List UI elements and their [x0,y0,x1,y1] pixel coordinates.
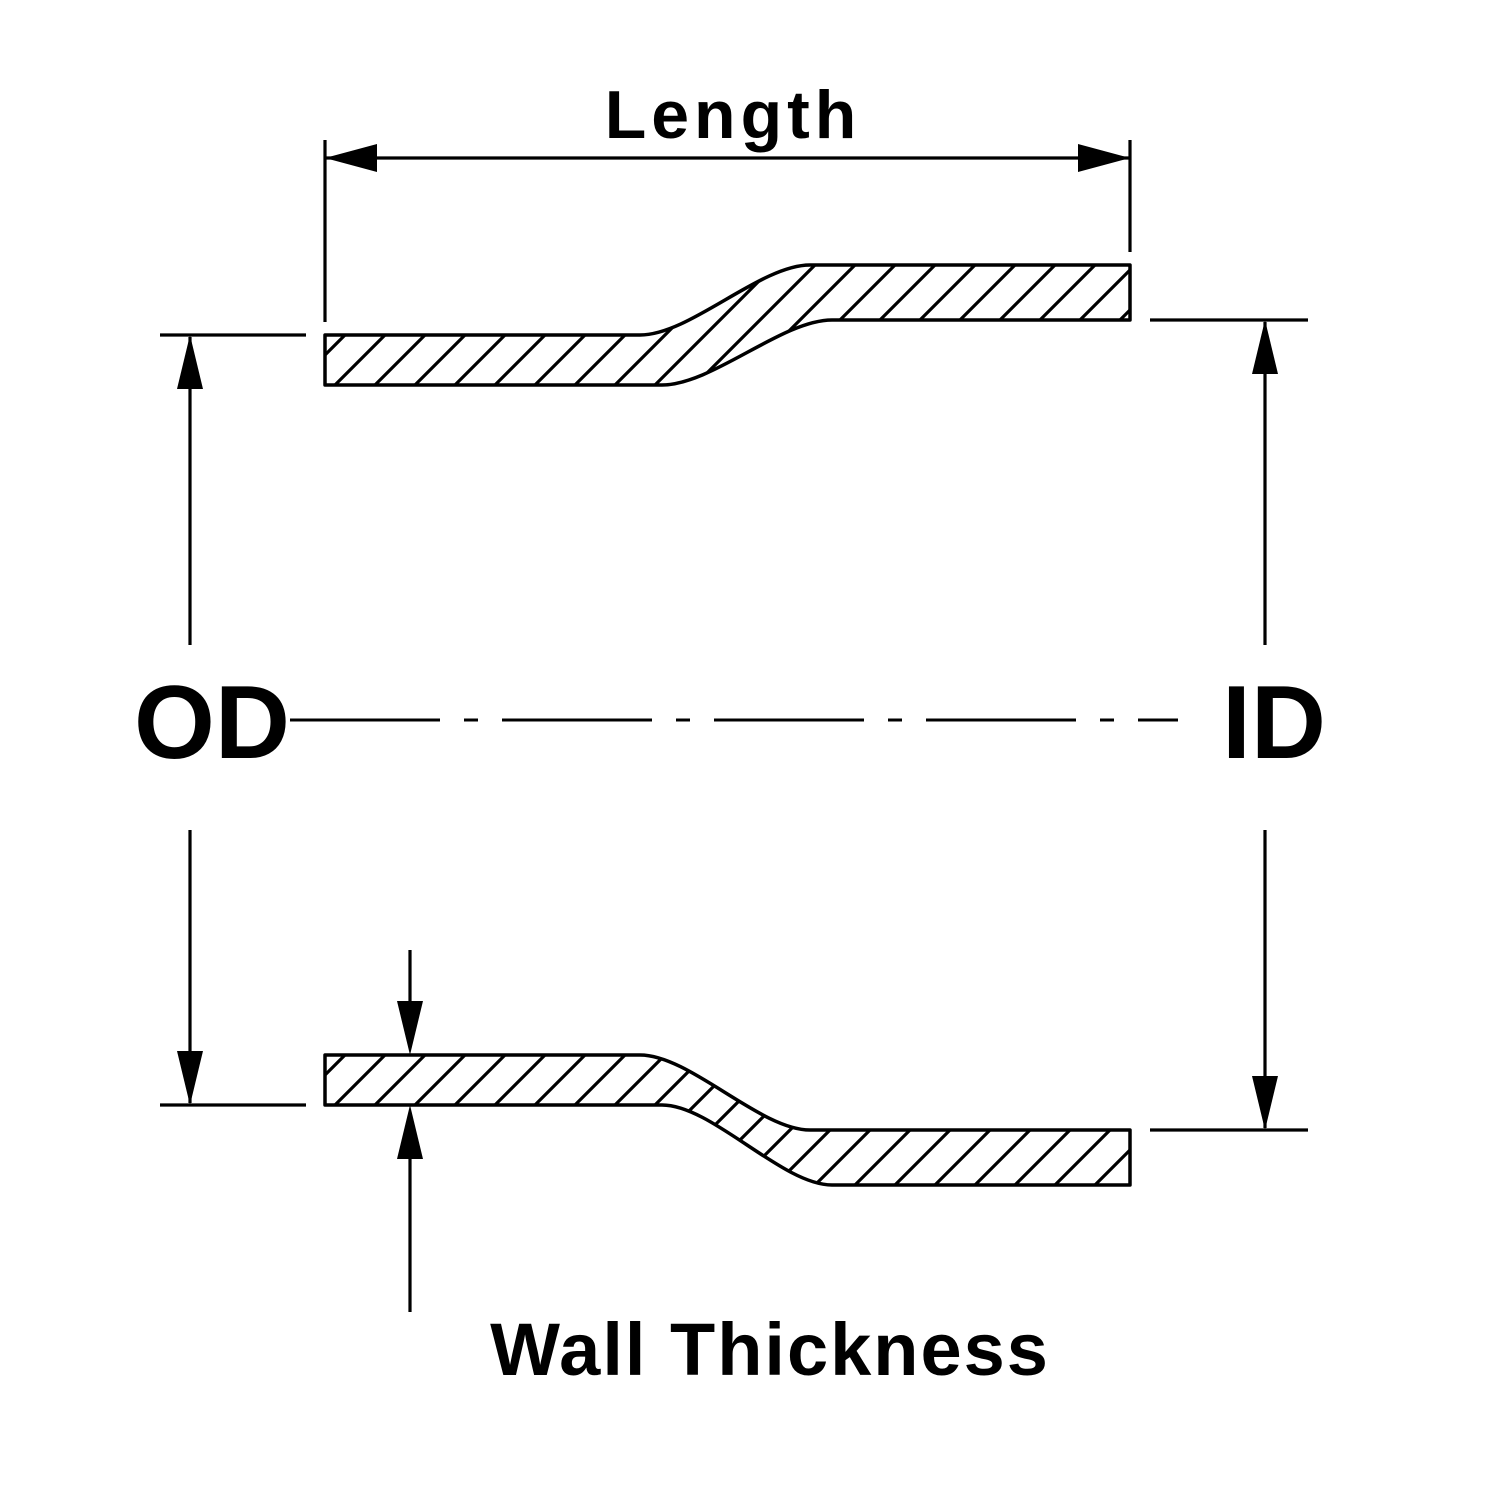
id-label: ID [1222,665,1326,781]
id-arrow-down [1252,1076,1278,1130]
wall-thickness-dimension: Wall Thickness [397,950,1050,1391]
wall-thickness-label: Wall Thickness [490,1308,1050,1391]
od-arrow-down [177,1051,203,1105]
id-arrow-up [1252,320,1278,374]
length-arrow-right [1078,144,1130,172]
id-dimension: ID [1150,318,1326,1132]
bottom-wall-cross-section [323,1053,1132,1187]
od-dimension: OD [134,333,306,1107]
od-label: OD [134,665,290,781]
tube-cross-section [290,263,1178,1187]
wall-thickness-arrow-down [397,1001,423,1055]
length-arrow-left [325,144,377,172]
length-label: Length [605,77,862,153]
top-wall-cross-section [323,263,1132,387]
od-arrow-up [177,335,203,389]
wall-thickness-arrow-up [397,1105,423,1159]
length-dimension: Length [323,77,1132,322]
